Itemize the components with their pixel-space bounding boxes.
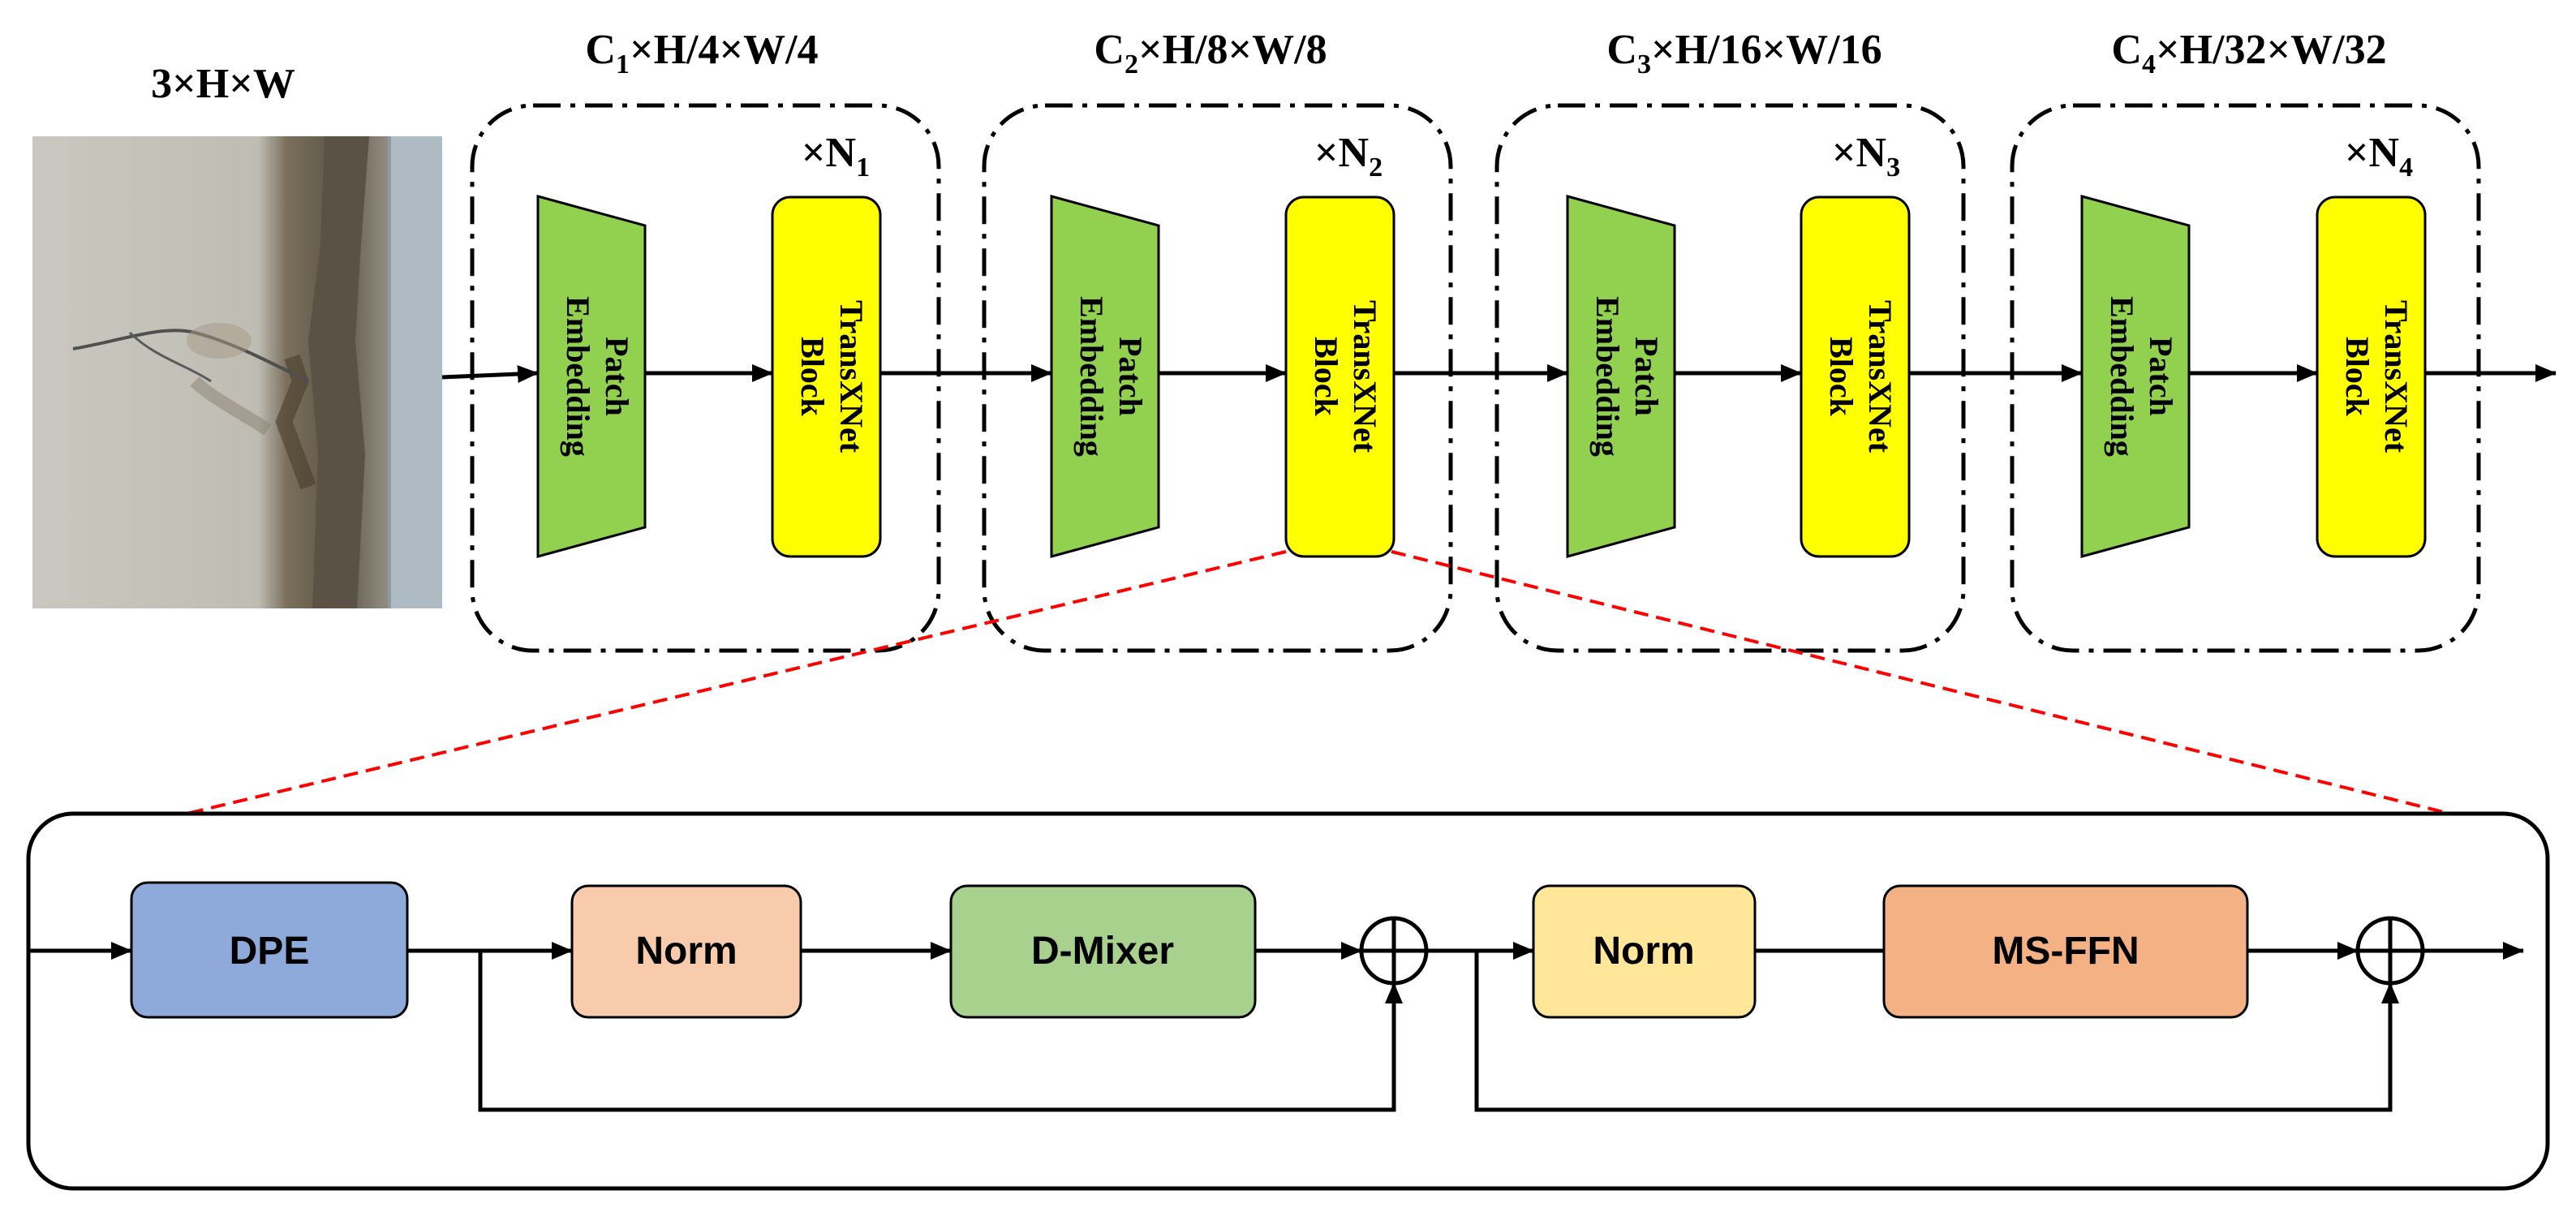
stage-1-size-label: C1×H/4×W/4 xyxy=(585,27,818,79)
stage-2: C2×H/8×W/8 ×N2 PatchEmbedding TransXNetB… xyxy=(982,27,1453,653)
stage-4-transxnet-block-label: TransXNetBlock xyxy=(2339,300,2415,453)
stage-3-transxnet-block-label: TransXNetBlock xyxy=(1823,300,1899,453)
stage-2-patch-embedding-label: PatchEmbedding xyxy=(1073,296,1149,457)
stage-2-patch-embedding xyxy=(1050,195,1160,558)
stage-3-container xyxy=(1494,103,1966,653)
stage-3-transxnet-block xyxy=(1800,196,1911,558)
add1-node xyxy=(1359,916,1429,986)
stage-4-repeat-label: ×N4 xyxy=(2345,130,2413,183)
stage-2-container xyxy=(982,103,1453,653)
stage-3-patch-embedding-label: PatchEmbedding xyxy=(1589,296,1665,457)
residual-connection-1 xyxy=(478,951,1403,1112)
stage-3: C3×H/16×W/16 ×N3 PatchEmbedding TransXNe… xyxy=(1494,27,1966,653)
input-crack-image xyxy=(32,136,442,608)
stage-4-patch-embedding-label: PatchEmbedding xyxy=(2104,296,2179,457)
stage-4-transxnet-block xyxy=(2316,196,2427,558)
zoom-line-left xyxy=(186,550,1287,815)
msffn-label: MS-FFN xyxy=(1992,930,2139,973)
stage-3-repeat-label: ×N3 xyxy=(1832,130,1900,183)
residual-connection-2 xyxy=(1474,951,2399,1112)
stage-2-repeat-label: ×N2 xyxy=(1314,130,1383,183)
stage-2-transxnet-block xyxy=(1284,196,1396,558)
stage-4-size-label: C4×H/32×W/32 xyxy=(2111,27,2386,79)
stage-4-container xyxy=(2010,103,2481,653)
add2-node xyxy=(2355,916,2425,986)
transxnet-block-detail-container xyxy=(26,811,2550,1191)
stage-1-transxnet-block xyxy=(771,196,882,558)
stage-3-patch-embedding xyxy=(1566,195,1676,558)
arrow-input-to-stage1 xyxy=(441,365,539,384)
stage-3-size-label: C3×H/16×W/16 xyxy=(1606,27,1881,79)
dpe-label: DPE xyxy=(230,930,310,973)
stage-1-transxnet-block-label: TransXNetBlock xyxy=(794,300,870,453)
stage-2-size-label: C2×H/8×W/8 xyxy=(1094,27,1327,79)
stage-4-patch-embedding xyxy=(2080,195,2191,558)
stage-2-transxnet-block-label: TransXNetBlock xyxy=(1308,300,1383,453)
stage-1-container xyxy=(470,103,941,653)
stage-4: C4×H/32×W/32 ×N4 PatchEmbedding TransXNe… xyxy=(2010,27,2481,653)
dmixer-label: D-Mixer xyxy=(1031,930,1174,973)
zoom-line-right xyxy=(1391,550,2451,815)
stage-1: C1×H/4×W/4 ×N1 PatchEmbedding TransXNetB… xyxy=(470,27,941,653)
stage-1-patch-embedding-label: PatchEmbedding xyxy=(560,296,635,457)
input-size-label: 3×H×W xyxy=(151,61,295,107)
norm1-label: Norm xyxy=(635,930,737,973)
norm2-label: Norm xyxy=(1593,930,1694,973)
stage-1-patch-embedding xyxy=(536,195,647,558)
stage-1-repeat-label: ×N1 xyxy=(802,130,870,183)
